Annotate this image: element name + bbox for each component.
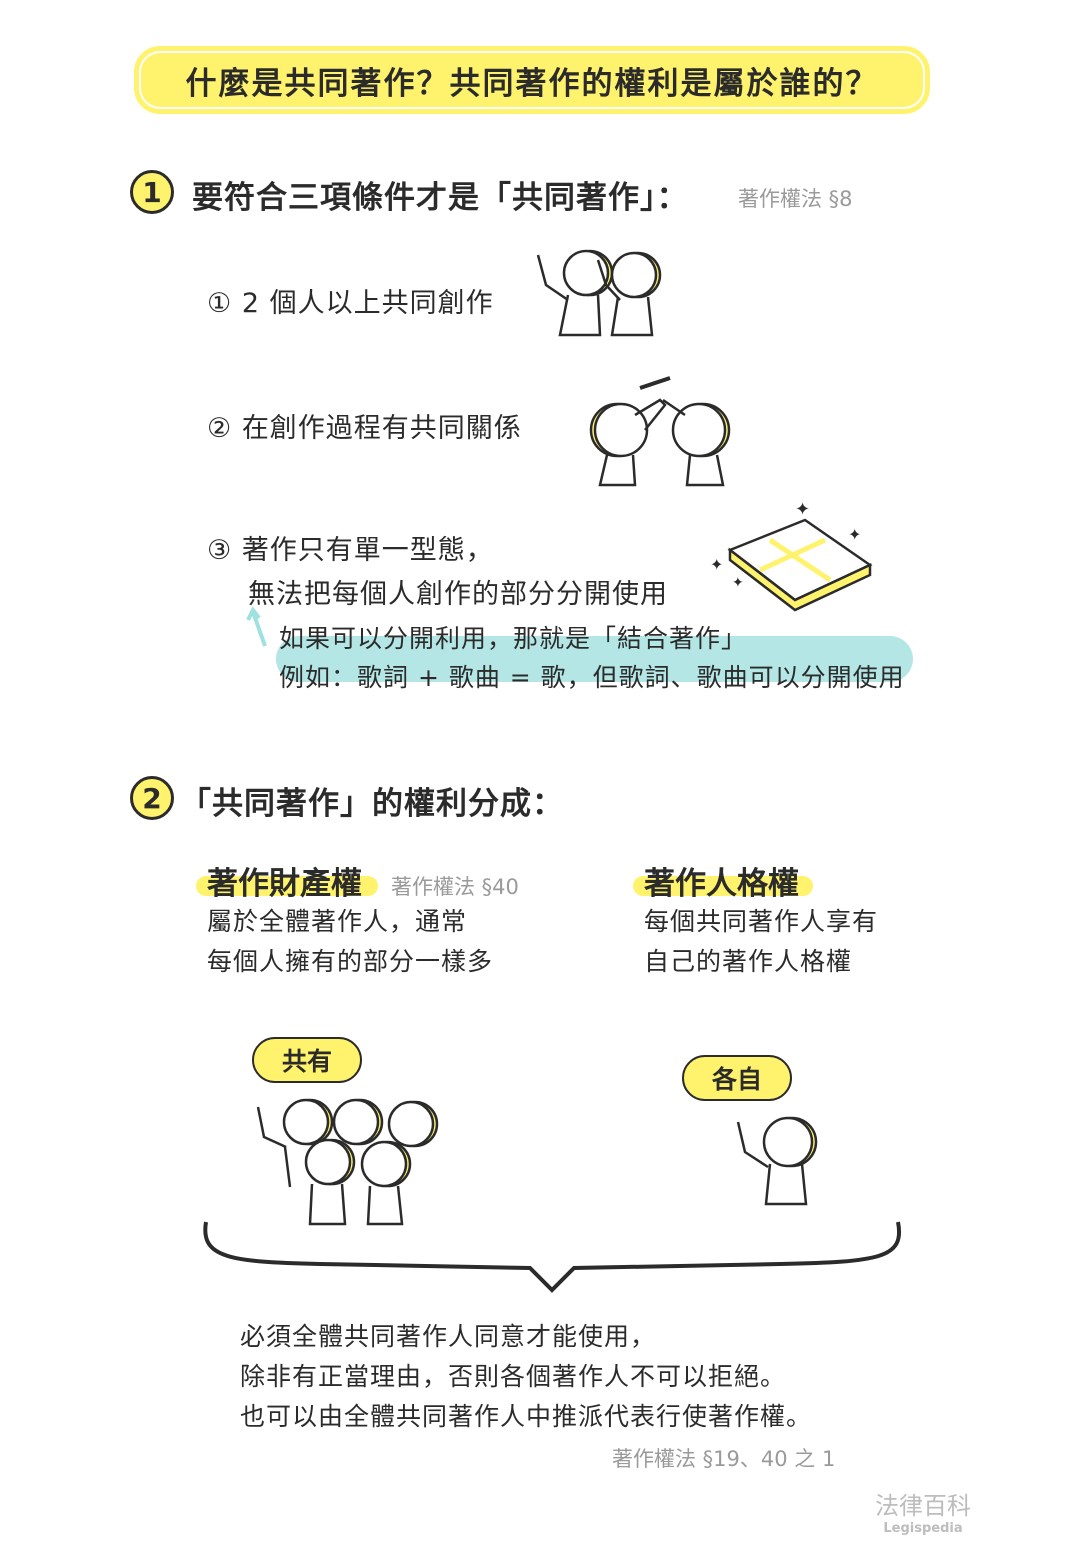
note-highlight: [276, 636, 913, 682]
condition-marker: ①: [207, 288, 233, 319]
condition-text: 2 個人以上共同創作: [241, 288, 494, 319]
condition-2: ② 在創作過程有共同關係: [207, 406, 522, 445]
moral-title-highlight: [633, 876, 813, 896]
section-2-heading: 「共同著作」的權利分成：: [180, 786, 564, 822]
combined-work-note: 如果可以分開利用，那就是「結合著作」: [279, 624, 748, 653]
condition-text: 在創作過程有共同關係: [241, 413, 522, 444]
condition-3-continued: 無法把每個人創作的部分分開使用: [248, 579, 668, 610]
group-people-illustration: [256, 1098, 439, 1226]
conclusion-line: 必須全體共同著作人同意才能使用，: [240, 1322, 657, 1351]
single-book-illustration: ✦ ✦ ✦ ✦: [710, 499, 873, 612]
legispedia-logo: 法律百科 Legispedia: [868, 1486, 978, 1536]
section-1-number-badge: 1: [130, 170, 174, 214]
section-2-number-badge: 2: [130, 776, 174, 820]
moral-right-title: 著作人格權: [644, 866, 799, 902]
two-people-illustration: [536, 249, 662, 337]
svg-text:✦: ✦: [710, 555, 723, 574]
desc-line: 每個人擁有的部分一樣多: [207, 947, 494, 976]
conclusion-text: 必須全體共同著作人同意才能使用， 除非有正當理由，否則各個著作人不可以拒絕。 也…: [240, 1317, 812, 1437]
desc-line: 自己的著作人格權: [644, 947, 853, 976]
svg-text:✦: ✦: [732, 575, 744, 591]
curly-brace: [203, 1221, 902, 1293]
section-1-heading: 要符合三項條件才是「共同著作」：: [192, 180, 689, 216]
moral-right-desc: 每個共同著作人享有自己的著作人格權: [644, 902, 878, 982]
shared-speech-bubble: 共有: [252, 1037, 362, 1083]
condition-marker: ③: [207, 535, 233, 566]
conclusion-line: 也可以由全體共同著作人中推派代表行使著作權。: [240, 1402, 813, 1431]
svg-text:✦: ✦: [795, 499, 810, 520]
desc-line: 屬於全體著作人，通常: [207, 907, 468, 936]
desc-line: 每個共同著作人享有: [644, 907, 879, 936]
condition-marker: ②: [207, 413, 233, 444]
property-right-title: 著作財產權: [207, 866, 362, 902]
individual-speech-bubble: 各自: [682, 1055, 792, 1101]
conclusion-law-ref: 著作權法 §19、40 之 1: [612, 1447, 836, 1471]
svg-text:✦: ✦: [848, 525, 861, 544]
section-1-law-ref: 著作權法 §8: [738, 187, 853, 211]
logo-zh: 法律百科: [875, 1492, 971, 1520]
page-title: 什麼是共同著作？共同著作的權利是屬於誰的？: [134, 46, 930, 114]
combined-work-example: 例如：歌詞 + 歌曲 = 歌，但歌詞、歌曲可以分開使用: [279, 663, 905, 692]
conclusion-line: 除非有正當理由，否則各個著作人不可以拒絕。: [240, 1362, 787, 1391]
condition-3: ③ 著作只有單一型態，: [207, 528, 494, 567]
property-title-highlight: [196, 876, 378, 896]
condition-text: 著作只有單一型態，: [241, 535, 494, 566]
property-right-desc: 屬於全體著作人，通常每個人擁有的部分一樣多: [207, 902, 493, 982]
arrow-up-icon: [246, 606, 267, 647]
property-law-ref: 著作權法 §40: [391, 875, 519, 899]
logo-en: Legispedia: [883, 1521, 963, 1536]
high-five-illustration: [589, 376, 731, 487]
single-person-illustration: [736, 1116, 818, 1206]
condition-1: ① 2 個人以上共同創作: [207, 281, 494, 320]
